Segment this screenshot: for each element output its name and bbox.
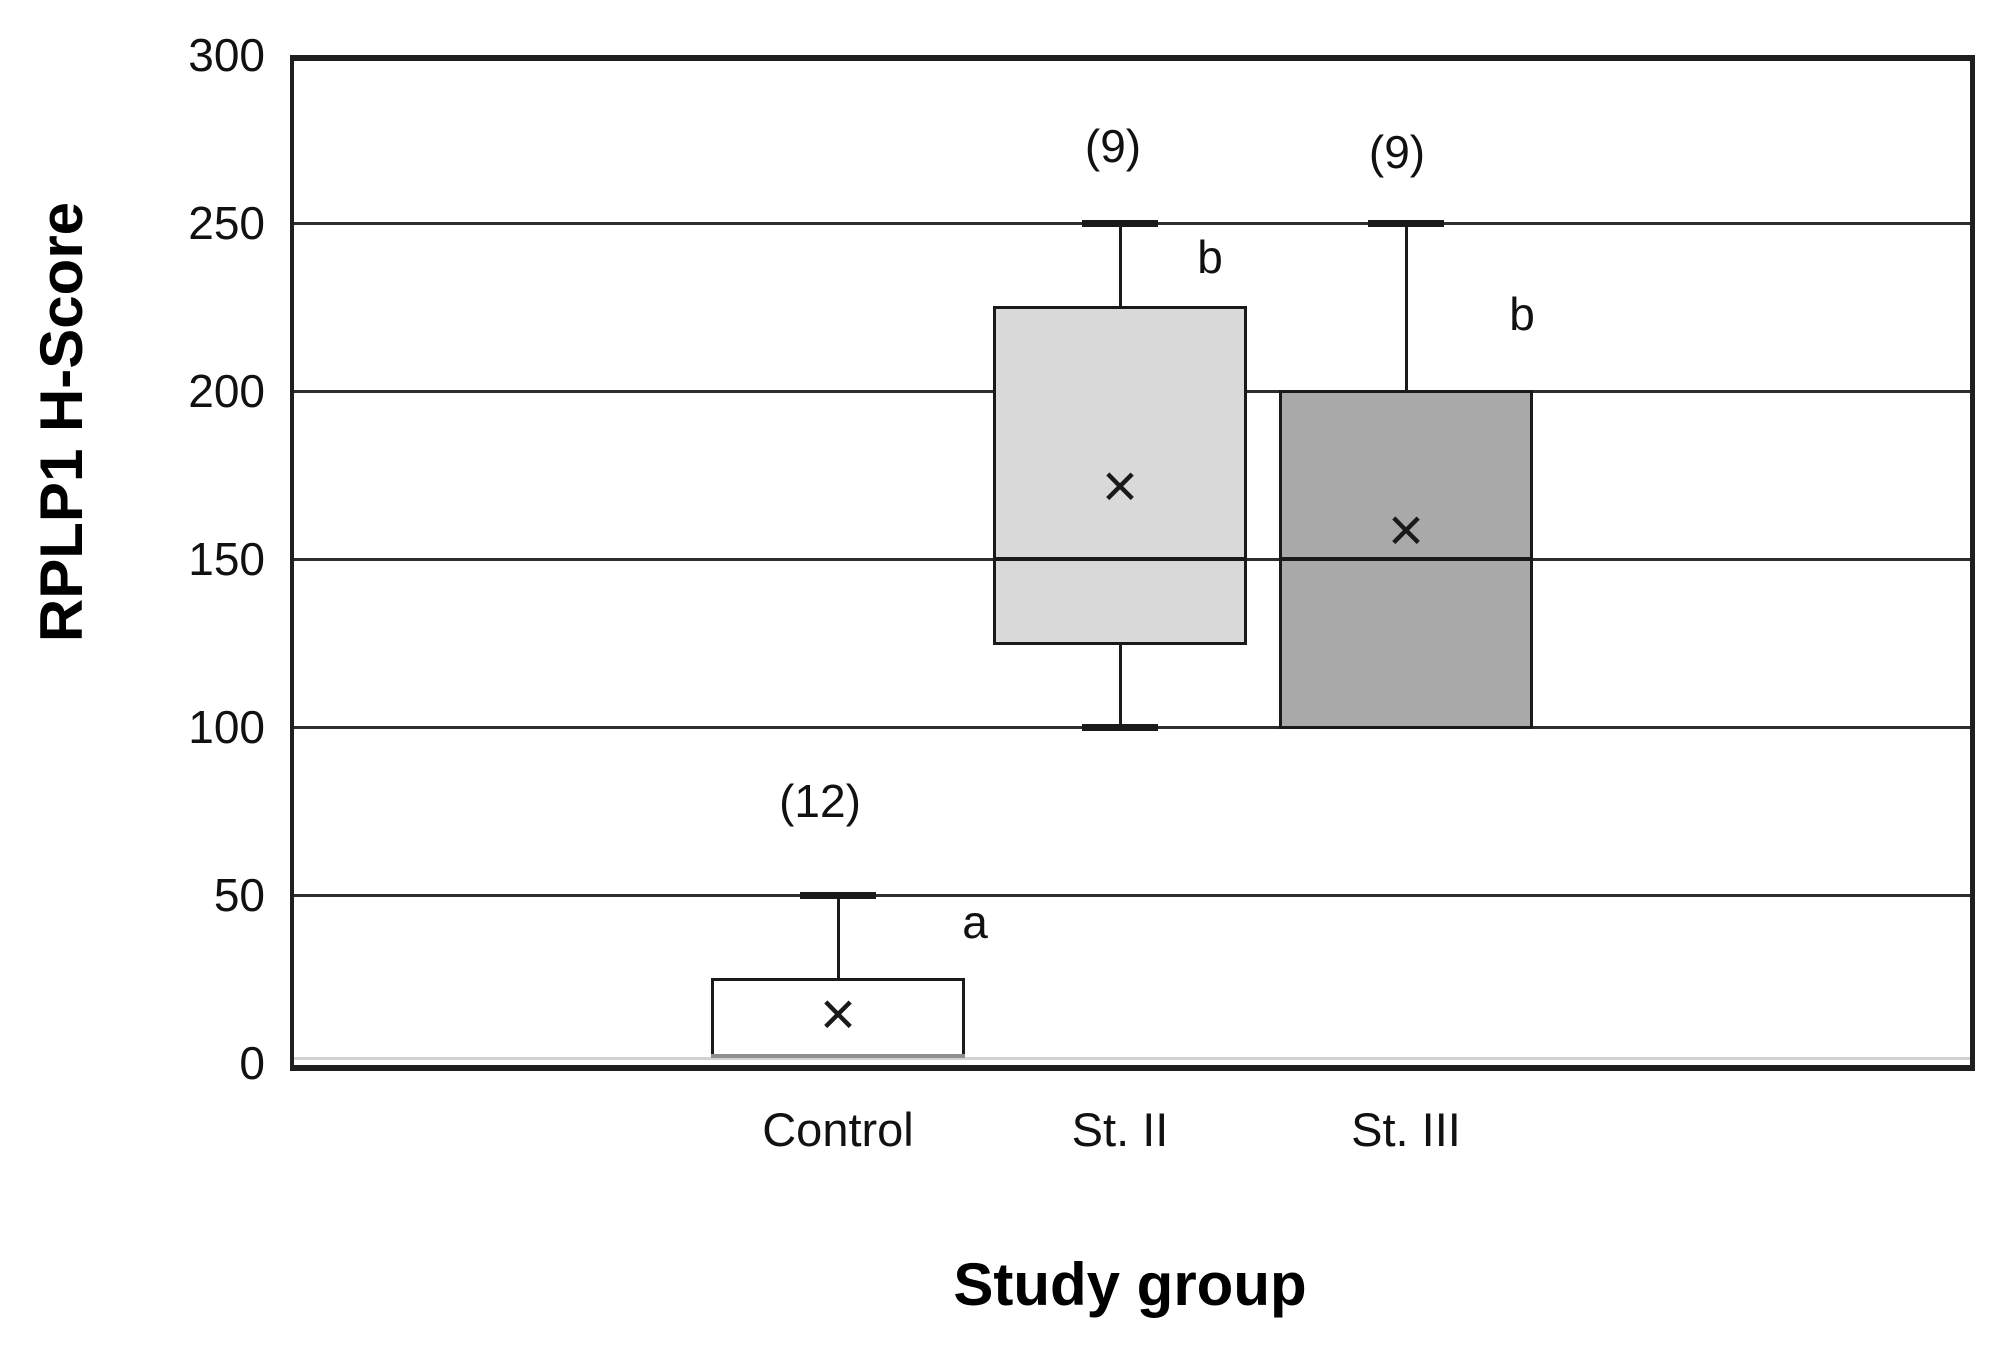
count-label-St. III: (9) xyxy=(1368,126,1426,179)
y-tick-label-0: 0 xyxy=(239,1037,265,1089)
count-label-St. II: (9) xyxy=(1084,119,1142,172)
sig-letter-St. III: b xyxy=(1509,287,1535,340)
y-tick-label-100: 100 xyxy=(188,701,265,753)
y-tick-label-300: 300 xyxy=(188,29,265,81)
category-label-St. III: St. III xyxy=(1351,1103,1461,1156)
sig-letter-St. II: b xyxy=(1197,230,1223,283)
plot-floor-highlight xyxy=(294,1057,1970,1060)
median-line-Control xyxy=(711,1054,965,1059)
gridline-50 xyxy=(290,893,1975,897)
box-St. II xyxy=(993,305,1247,645)
median-line-St. II xyxy=(993,557,1247,561)
whisker-low-St. II xyxy=(1118,643,1122,727)
whisker-high-cap-St. III xyxy=(1368,219,1444,227)
category-label-Control: Control xyxy=(762,1103,914,1156)
y-tick-label-150: 150 xyxy=(188,533,265,585)
mean-marker-Control: × xyxy=(819,979,857,1049)
median-line-St. III xyxy=(1279,557,1533,561)
whisker-high-cap-Control xyxy=(800,891,876,899)
mean-marker-St. II: × xyxy=(1101,452,1139,522)
y-tick-label-250: 250 xyxy=(188,197,265,249)
category-label-St. II: St. II xyxy=(1071,1103,1169,1156)
sig-letter-Control: a xyxy=(962,895,988,948)
mean-marker-St. III: × xyxy=(1387,496,1425,566)
y-axis-title: RPLP1 H-Score xyxy=(28,201,95,643)
whisker-high-St. II xyxy=(1118,223,1122,307)
count-label-Control: (12) xyxy=(779,774,861,827)
whisker-high-cap-St. II xyxy=(1082,219,1158,227)
y-tick-label-200: 200 xyxy=(188,365,265,417)
whisker-high-Control xyxy=(836,895,840,979)
whisker-high-St. III xyxy=(1404,223,1408,391)
whisker-low-cap-St. II xyxy=(1082,723,1158,731)
y-tick-label-50: 50 xyxy=(213,869,265,921)
x-axis-title: Study group xyxy=(953,1251,1307,1318)
